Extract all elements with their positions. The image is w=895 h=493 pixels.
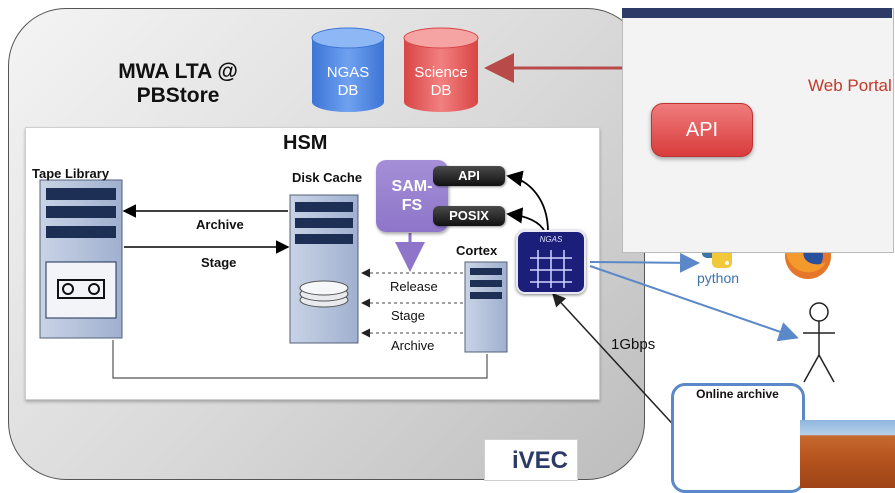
- tape-library-server: [39, 179, 123, 339]
- web-portal-label: Web Portal: [808, 76, 892, 95]
- disk-cache-label: Disk Cache: [292, 170, 363, 185]
- ngas-to-python-arrow: [589, 252, 700, 273]
- link-speed-label: 1Gbps: [611, 336, 656, 353]
- user-stick-figure-icon: [803, 302, 835, 383]
- ivec-logo: [484, 439, 578, 481]
- mwa-field-photo: [800, 420, 895, 488]
- science-db-cylinder: [403, 27, 479, 112]
- hsm-title: HSM: [283, 132, 328, 154]
- science-db-label: Science DB: [414, 64, 468, 99]
- cortex-label: Cortex: [456, 243, 498, 258]
- stage-label: Stage: [201, 255, 237, 270]
- ngas-api-arrow: [506, 170, 549, 233]
- web-portal-header: [622, 8, 892, 18]
- ngas-db-cylinder: [311, 27, 385, 112]
- ngas-to-user-arrow: [589, 265, 799, 342]
- page-title: MWA LTA @ PBStore: [118, 60, 238, 107]
- api-pill: API: [433, 166, 505, 186]
- online-archive-label: Online archive: [696, 387, 779, 401]
- hsm-connector-line: [112, 340, 488, 379]
- tape-library-label: Tape Library: [32, 166, 110, 181]
- archive-dashed-label: Archive: [391, 338, 435, 353]
- python-label: python: [697, 270, 740, 286]
- online-archive-link: [551, 292, 681, 433]
- ngas-posix-arrow: [506, 207, 546, 233]
- ivec-logo-text: iVEC: [512, 447, 569, 474]
- archive-label: Archive: [196, 217, 244, 232]
- release-label: Release: [390, 279, 438, 294]
- ngas-server-icon: NGAS: [516, 230, 586, 294]
- stage-dashed-label: Stage: [391, 308, 425, 323]
- ngas-grid-icon: [530, 250, 572, 288]
- api-box: API: [651, 103, 753, 157]
- cortex-server: [464, 261, 508, 353]
- ngas-db-label: NGAS DB: [326, 64, 370, 99]
- disk-cache-server: [289, 194, 359, 344]
- posix-pill: POSIX: [433, 206, 505, 226]
- online-archive-box: [671, 383, 805, 493]
